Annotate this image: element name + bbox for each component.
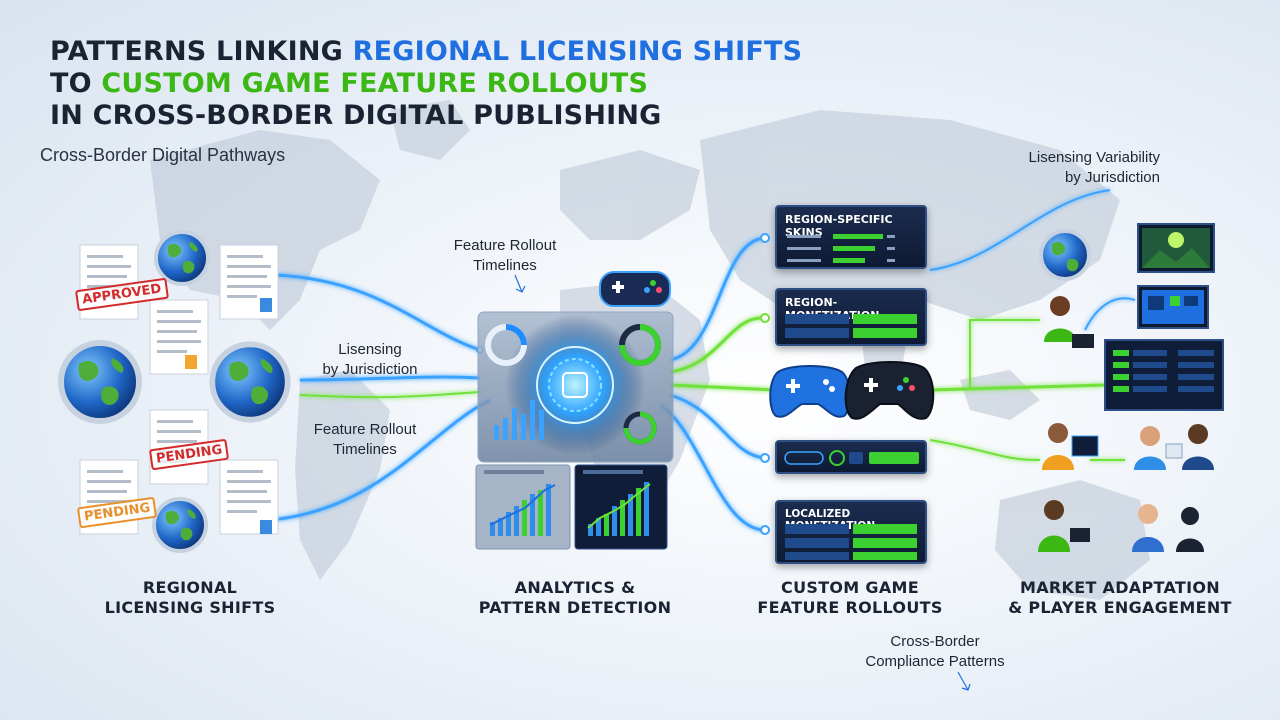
- south-america-shape: [295, 370, 390, 580]
- stage-label-analytics: ANALYTICS & PATTERN DETECTION: [478, 578, 672, 617]
- page-title: PATTERNS LINKING REGIONAL LICENSING SHIF…: [50, 36, 802, 132]
- growth-chart-bars-right: [588, 482, 649, 536]
- hub-donut-right-bottom: [623, 411, 657, 445]
- globe-icon: [1039, 229, 1091, 281]
- flow-line-bottom-left: [269, 398, 491, 522]
- dashboard-panel: [1104, 339, 1224, 411]
- flow-line-to-skins: [669, 236, 766, 362]
- stage-label-custom: CUSTOM GAME FEATURE ROLLOUTS: [757, 578, 943, 617]
- flow-line-variability: [929, 189, 1111, 271]
- stage-label-regional: REGIONAL LICENSING SHIFTS: [104, 578, 276, 617]
- gamepad-icon-small: [599, 271, 671, 307]
- localized-monetization-panel: LOCALIZED MONETIZATION: [775, 500, 927, 564]
- mini-status-panel: [775, 440, 927, 474]
- flow-line-right-up: [969, 319, 1040, 390]
- player-avatar-device: [1038, 500, 1090, 552]
- hub-donut-right-top: [619, 324, 661, 366]
- hub-ring: [536, 346, 614, 424]
- title-line-1: PATTERNS LINKING REGIONAL LICENSING SHIF…: [50, 36, 803, 67]
- north-america-shape: [150, 130, 380, 330]
- player-avatar-tablet: [1042, 423, 1099, 470]
- europe-shape: [560, 150, 700, 240]
- hub-ring: [548, 358, 602, 412]
- player-avatar-laptop: [1044, 296, 1094, 348]
- title-line-2: TO CUSTOM GAME FEATURE ROLLOUTS: [50, 68, 649, 99]
- growth-chart-header: [484, 470, 544, 474]
- flow-line-to-controllers: [669, 383, 776, 392]
- flow-line-right-low: [929, 439, 1041, 461]
- region-skins-panel: REGION-SPECIFIC SKINS: [775, 205, 927, 269]
- annotation-lisensing: Lisensing by Jurisdiction: [322, 341, 418, 378]
- greenland-shape: [390, 100, 470, 160]
- node-dot: [760, 313, 770, 323]
- annotation-compliance: Cross-Border Compliance Patterns: [865, 633, 1005, 670]
- hub-bars: [494, 400, 544, 440]
- gamepad-icon-dark: [844, 361, 935, 420]
- mini-status-content: [784, 450, 919, 466]
- annotation-feature-rollout-top: Feature Rollout Timelines: [453, 237, 557, 274]
- flow-line-to-mini: [669, 393, 766, 460]
- flow-line-green-left: [299, 391, 481, 399]
- pointer-arrow: [957, 671, 971, 691]
- annotation-feature-rollout-mid: Feature Rollout Timelines: [313, 421, 417, 458]
- folder-icon: [260, 298, 272, 312]
- gamepad-icon-blue: [769, 365, 851, 418]
- title-line-3: IN CROSS-BORDER DIGITAL PUBLISHING: [50, 100, 662, 131]
- monitor-app-screen: [1137, 285, 1209, 329]
- localized-bars: [785, 524, 917, 560]
- growth-trend-right: [587, 483, 651, 529]
- flow-line-mid-left: [299, 375, 481, 382]
- node-dot: [760, 453, 770, 463]
- flow-line-to-monetization: [669, 316, 766, 374]
- monitor-game-scene: [1137, 223, 1215, 273]
- stage-label-market: MARKET ADAPTATION & PLAYER ENGAGEMENT: [1008, 578, 1232, 617]
- flow-line-right-main: [929, 383, 1106, 392]
- southeast-asia-shape: [960, 370, 1040, 420]
- flow-line-curve-up: [1084, 297, 1136, 331]
- skins-bars: [787, 234, 895, 263]
- node-dot: [760, 525, 770, 535]
- player-avatars-pair: [1132, 504, 1204, 552]
- folder-icon: [185, 355, 197, 369]
- growth-chart-bars-left: [490, 484, 551, 536]
- folder-icon: [260, 520, 272, 534]
- monetization-bars: [785, 314, 917, 338]
- growth-trend-left: [489, 484, 556, 526]
- flow-line-top-left: [274, 273, 481, 352]
- annotation-variability: Lisensing Variability by Jurisdiction: [1028, 149, 1160, 186]
- region-monetization-panel: REGION- MONETIZATION: [775, 288, 927, 346]
- hub-core-icon: [562, 372, 588, 398]
- player-avatars-group: [1134, 424, 1214, 470]
- hub-donut-left: [485, 324, 527, 366]
- growth-chart-header: [583, 470, 643, 474]
- node-dot: [760, 233, 770, 243]
- pointer-arrow: [514, 274, 526, 293]
- subtitle: Cross-Border Digital Pathways: [40, 145, 286, 165]
